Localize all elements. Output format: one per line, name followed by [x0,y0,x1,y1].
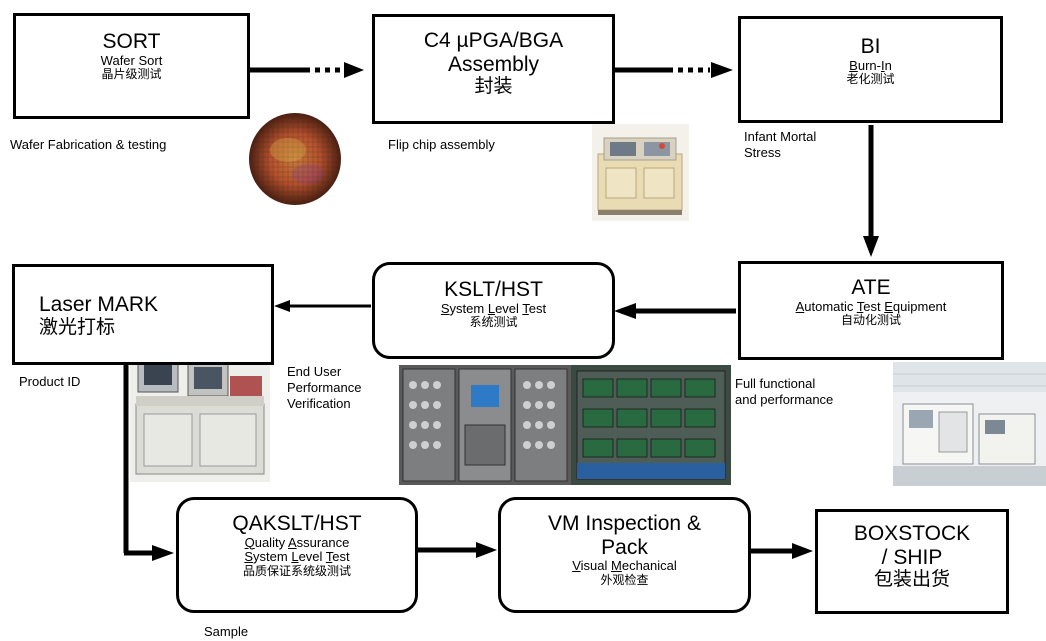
node-vm-subtitle: Visual Mechanical [572,558,677,574]
arrow-vm-to-boxstock [749,543,813,559]
node-vm-chinese: 外观检查 [600,572,649,587]
annotation-flip-chip: Flip chip assembly [388,137,495,152]
test-boards-photo [571,365,731,485]
annotation-product-id: Product ID [19,374,81,389]
laser-marker-photo [130,352,270,482]
test-rack-photo [399,365,571,485]
annotation-end-user: End User Performance Verification [287,364,362,411]
node-ate: ATE Automatic Test Equipment 自动化测试 [738,261,1004,360]
node-assembly: C4 µPGA/BGA Assembly 封装 [372,14,615,124]
node-sort: SORT Wafer Sort 晶片级测试 [13,13,250,119]
node-ate-title: ATE [851,276,891,299]
node-assembly-title-1: C4 µPGA/BGA [423,29,564,52]
node-kslt: KSLT/HST System Level Test 系统测试 [372,262,615,359]
node-assembly-title-2: Assembly [447,52,540,76]
node-assembly-chinese: 封装 [474,75,513,98]
wafer-photo [248,112,342,206]
node-boxstock-title-1: BOXSTOCK [853,522,971,545]
node-laser-title: Laser MARK [39,293,159,316]
node-qakslt-chinese: 品质保证系统级测试 [242,563,351,578]
node-vm-title-2: Pack [601,535,648,559]
annotation-infant-mortal: Infant Mortal Stress [744,129,817,160]
annotation-sample: Sample [204,624,249,639]
node-vm: VM Inspection & Pack Visual Mechanical 外… [498,497,751,613]
arrow-assembly-to-bi [613,62,733,78]
arrow-kslt-to-laser [274,300,371,312]
node-sort-chinese: 晶片级测试 [101,67,162,82]
node-qakslt-line2: System Level Test [244,549,350,565]
ate-equipment-photo [893,362,1046,486]
node-bi-title: BI [860,35,881,58]
node-boxstock: BOXSTOCK / SHIP 包装出货 [815,509,1009,614]
node-qakslt-title: QAKSLT/HST [232,512,362,535]
node-bi-subtitle: Burn-In [849,57,892,73]
node-kslt-subtitle: System Level Test [440,300,547,316]
node-ate-subtitle: Automatic Test Equipment [795,298,947,314]
node-kslt-title: KSLT/HST [444,278,543,301]
arrow-bi-to-ate [863,125,879,257]
arrow-sort-to-assembly [250,62,364,78]
annotation-full-functional: Full functional and performance [735,376,834,407]
arrow-ate-to-kslt [614,303,736,319]
arrow-qakslt-to-vm [416,542,497,558]
assembly-machine-photo [592,124,689,221]
node-qakslt-line1: Quality Assurance [244,534,350,550]
node-bi: BI Burn-In 老化测试 [738,16,1003,123]
node-sort-subtitle: Wafer Sort [100,52,163,68]
node-qakslt: QAKSLT/HST Quality Assurance System Leve… [176,497,418,613]
annotation-wafer-fab: Wafer Fabrication & testing [10,137,167,152]
node-bi-chinese: 老化测试 [846,72,895,87]
node-kslt-chinese: 系统测试 [469,315,518,330]
node-boxstock-title-2: / SHIP [881,545,943,569]
node-boxstock-chinese: 包装出货 [873,568,950,591]
node-sort-title: SORT [102,30,161,53]
node-laser: Laser MARK 激光打标 [12,264,274,365]
node-vm-title-1: VM Inspection & [548,512,701,535]
node-ate-chinese: 自动化测试 [840,313,901,328]
node-laser-chinese: 激光打标 [39,315,116,338]
